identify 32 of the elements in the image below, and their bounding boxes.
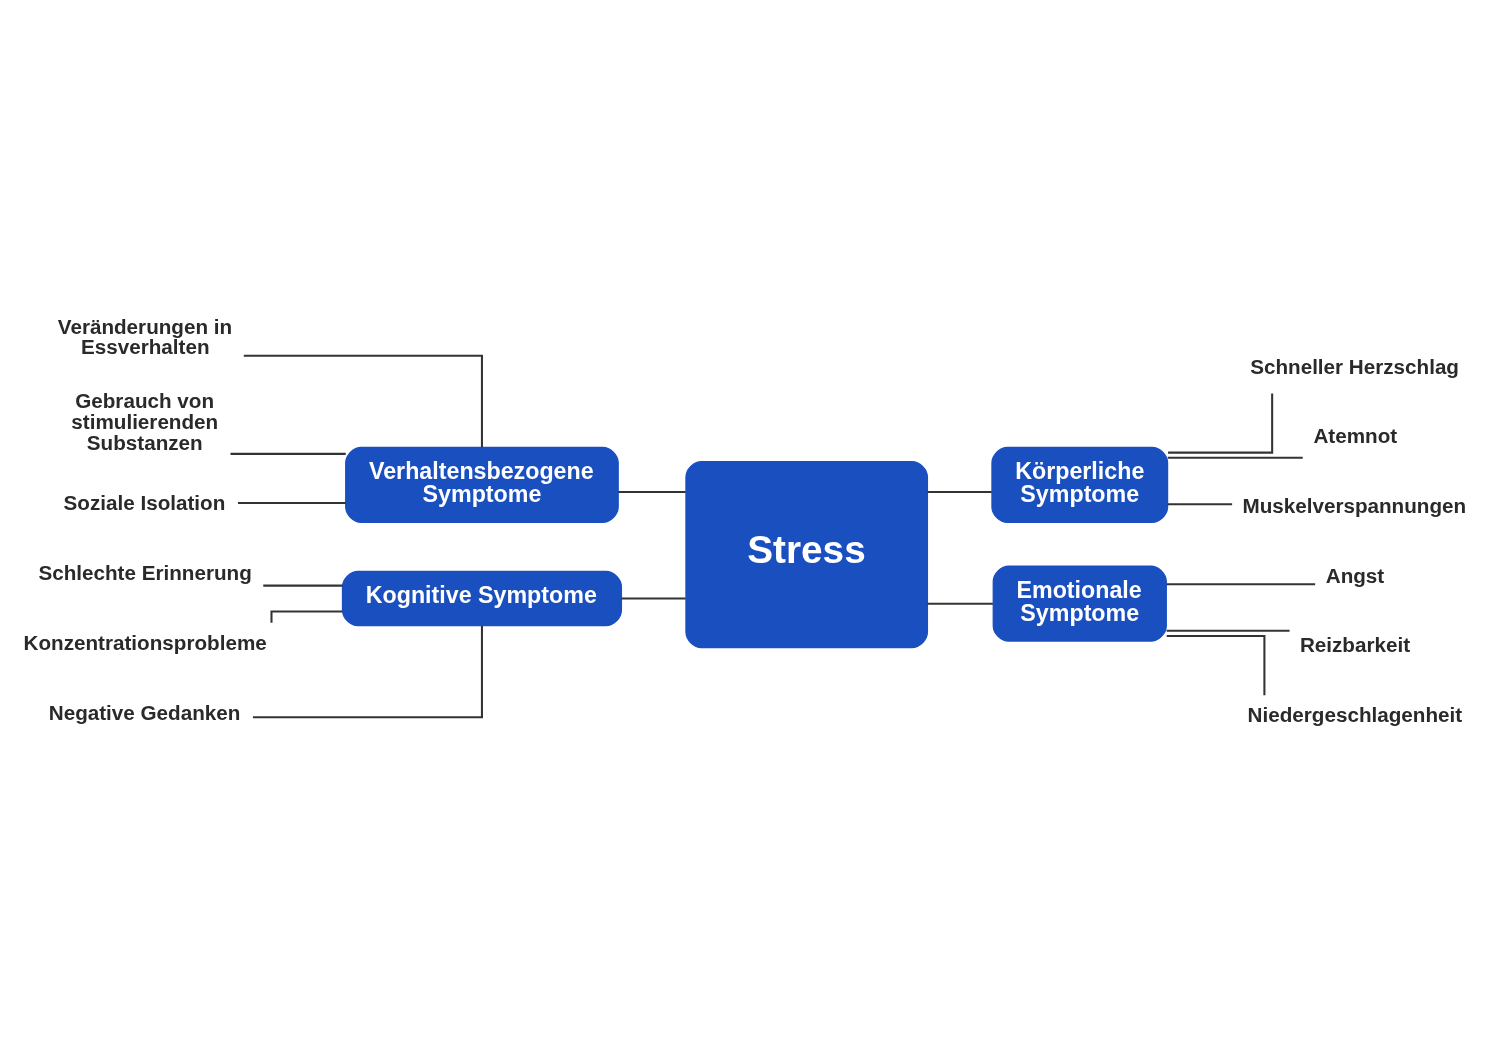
connector [243, 354, 483, 447]
node-text: Angst [1325, 563, 1385, 587]
node-text: Muskelverspannungen [1242, 493, 1467, 517]
connector [1166, 634, 1266, 695]
connector [230, 452, 346, 455]
connector [1167, 456, 1303, 459]
connector [927, 602, 993, 605]
connector [263, 584, 343, 587]
node-text: Konzentrationsprobleme [23, 630, 267, 654]
node-text: Veränderungen in Essverhalten [57, 314, 233, 358]
node-box: Verhaltensbezogene Symptome [345, 446, 619, 523]
node-box: Körperliche Symptome [991, 446, 1169, 523]
connector [927, 490, 992, 493]
node-box: Kognitive Symptome [341, 570, 623, 626]
node-box: Stress [685, 460, 929, 648]
node-text: Reizbarkeit [1299, 632, 1411, 656]
connector [1166, 582, 1316, 585]
connector [1168, 392, 1274, 454]
connector [618, 490, 686, 493]
node-text: Soziale Isolation [63, 490, 226, 514]
connector [621, 596, 686, 600]
node-text: Niedergeschlagenheit [1247, 702, 1463, 726]
connector [1166, 629, 1290, 632]
connector [252, 625, 483, 718]
node-text: Schneller Herzschlag [1250, 354, 1459, 378]
node-text: Schlechte Erinnerung [38, 560, 252, 584]
connector [1167, 502, 1233, 505]
node-text: Atemnot [1313, 423, 1398, 447]
node-text: Negative Gedanken [48, 700, 241, 724]
node-box: Emotionale Symptome [992, 565, 1167, 642]
node-text: Gebrauch von stimulierenden Substanzen [71, 388, 219, 454]
connector [237, 501, 346, 504]
